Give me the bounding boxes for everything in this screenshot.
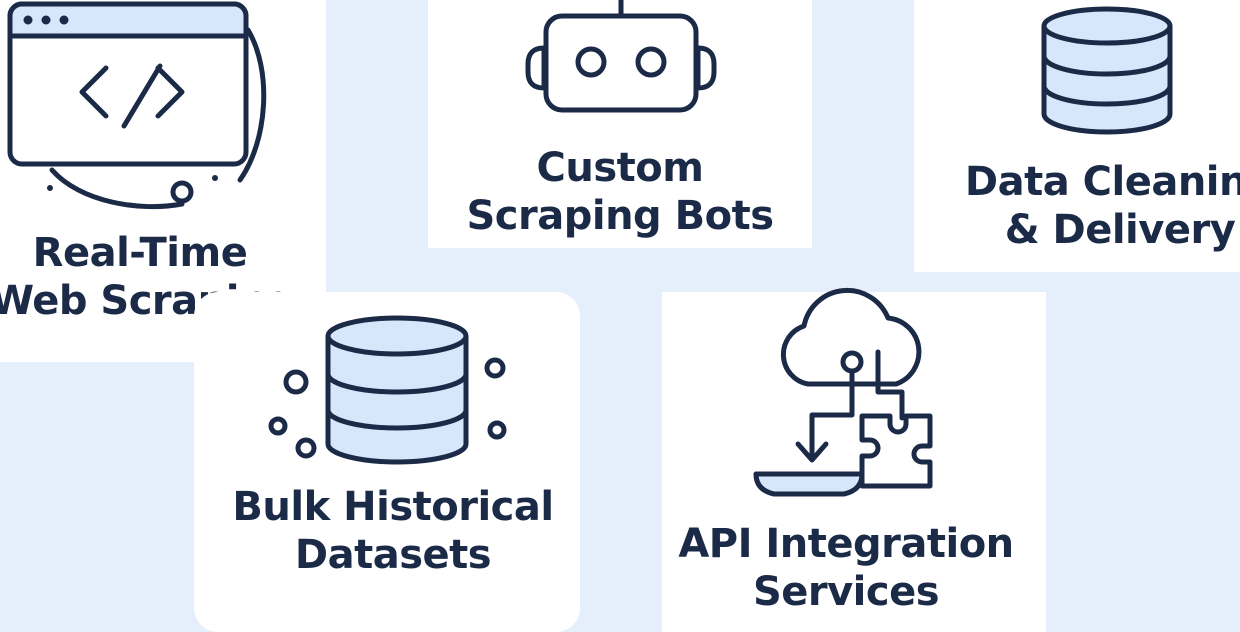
robot-icon — [525, 0, 717, 113]
service-label: API Integration Services — [678, 521, 1014, 615]
service-label: Data Cleaning & Delivery — [964, 159, 1240, 253]
cloud-puzzle-icon — [753, 287, 933, 497]
service-card-custom-scraping-bots: Custom Scraping Bots — [428, 0, 812, 248]
database-icon — [268, 315, 507, 465]
service-card-api-integration-services: API Integration Services — [662, 287, 1046, 632]
service-label: Bulk Historical Datasets — [232, 484, 554, 578]
browser-code-icon — [7, 1, 267, 210]
service-card-data-cleaning-delivery: Data Cleaning & Delivery — [914, 0, 1240, 272]
service-label: Custom Scraping Bots — [466, 145, 774, 239]
service-card-bulk-historical-datasets: Bulk Historical Datasets — [194, 292, 580, 632]
database-icon — [1041, 6, 1173, 135]
